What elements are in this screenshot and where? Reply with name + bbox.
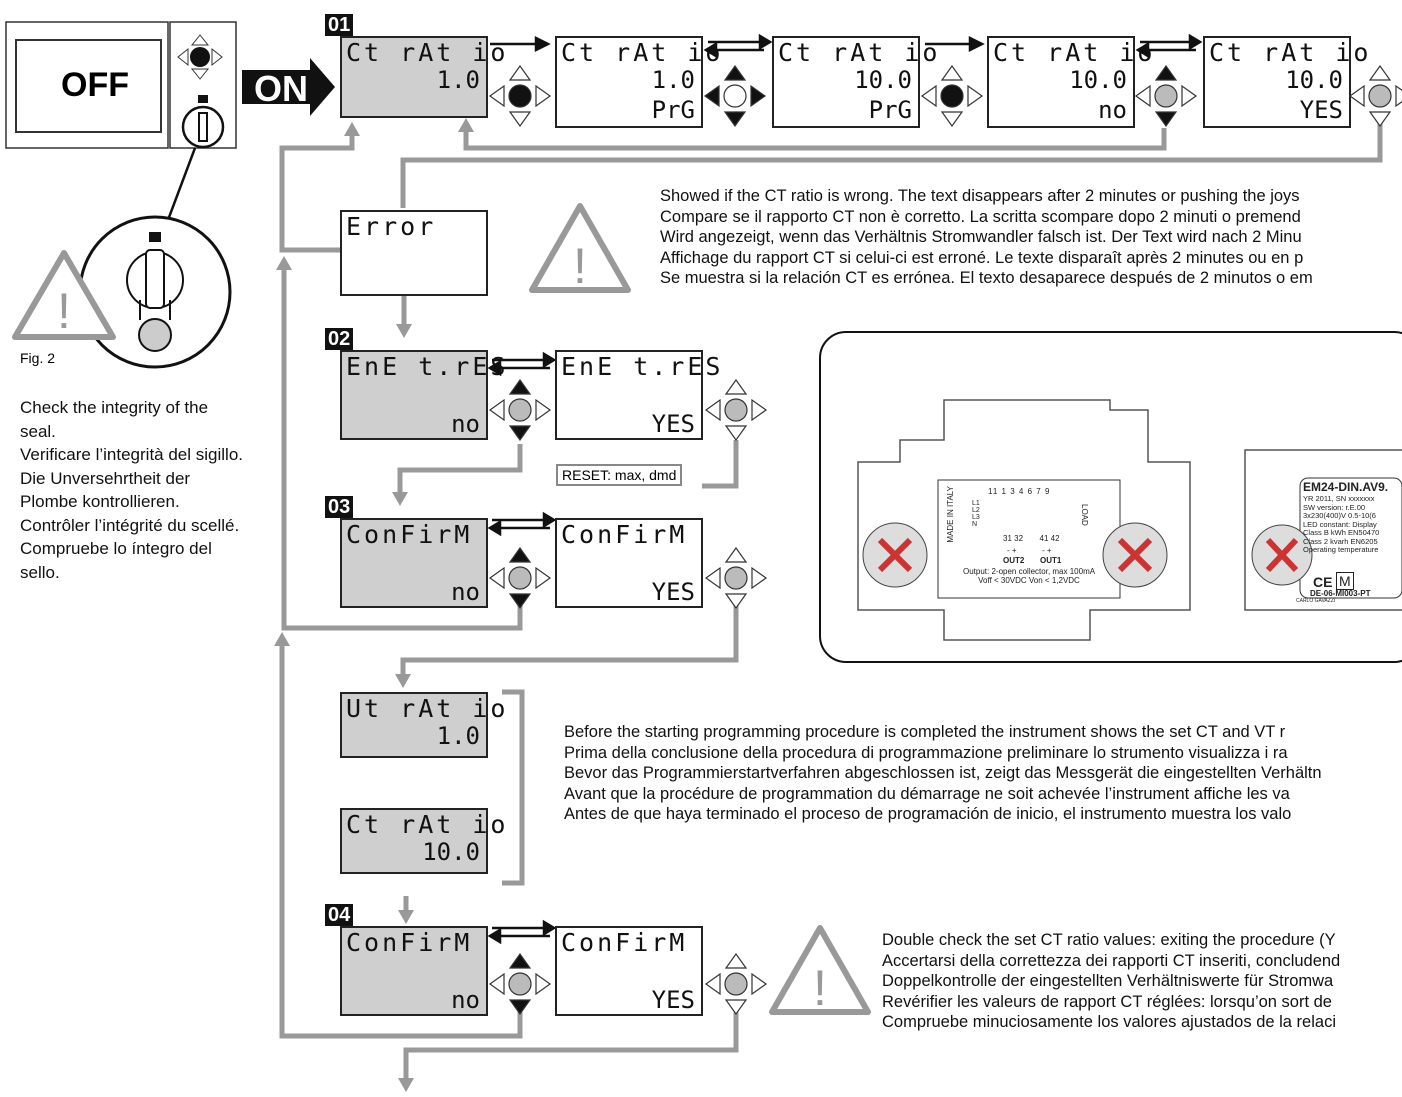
error-note-fr: Affichage du rapport CT si celui-ci est … bbox=[660, 248, 1304, 267]
flow-arrowheads bbox=[274, 118, 474, 1092]
confirm-note-de: Doppelkontrolle der eingestellten Verhäl… bbox=[882, 972, 1334, 990]
switch-panel bbox=[5, 21, 237, 149]
seal-note-es: Compruebe lo íntegro del sello. bbox=[20, 539, 212, 582]
confirm-note-it: Accertarsi della correttezza dei rapport… bbox=[882, 951, 1341, 970]
ce-mark: CE bbox=[1313, 574, 1333, 590]
seal-zoom-icon bbox=[78, 215, 232, 369]
reset-label: RESET: max, dmd bbox=[556, 464, 683, 486]
seal-note-it: Verificare l’integrità del sigillo. bbox=[20, 445, 243, 464]
top-terminals: 11 1 3 4 6 7 9 bbox=[988, 487, 1051, 496]
step-04: 04 bbox=[325, 904, 354, 926]
on-label: ON bbox=[254, 68, 308, 109]
error-note-es: Se muestra si la relación CT es errónea.… bbox=[660, 269, 1313, 287]
step-02: 02 bbox=[325, 328, 354, 350]
off-label: OFF bbox=[61, 66, 129, 104]
code-label: DE-06-MI003-PT bbox=[1310, 589, 1371, 598]
seal-note-en: Check the integrity of the seal. bbox=[20, 398, 209, 441]
model-label: EM24-DIN.AV9. bbox=[1303, 480, 1389, 494]
load-label: LOAD bbox=[1080, 504, 1089, 526]
device-illustration bbox=[819, 331, 1402, 663]
lcd-confirm-no: ConFirM no bbox=[340, 518, 488, 608]
lcd-ct-ratio-no: Ct rAt io 10.0 no bbox=[987, 36, 1152, 128]
seal-switch-icon[interactable] bbox=[181, 95, 225, 149]
lcd-energy-reset-yes: EnE t.rES YES bbox=[555, 350, 720, 440]
lcd-ct-ratio-start: Ct rAt io 1.0 bbox=[340, 36, 505, 118]
summary-note: Before the starting programming procedur… bbox=[564, 722, 1402, 825]
summary-note-fr: Avant que la procédure de programmation … bbox=[564, 784, 1290, 803]
warning-icon-confirm: ! bbox=[769, 925, 871, 1016]
lcd-error: Error bbox=[340, 210, 488, 296]
lcd-ct-ratio-set: Ct rAt io 10.0 PrG bbox=[772, 36, 937, 128]
pm-out1: - + bbox=[1042, 546, 1052, 555]
pm-out2: - + bbox=[1007, 546, 1017, 555]
spec-label: YR 2011, SN xxxxxxx SW version: r.E.00 3… bbox=[1303, 494, 1380, 554]
out1-label: OUT1 bbox=[1040, 556, 1062, 565]
phase-labels: L1 L2 L3 N bbox=[972, 500, 980, 528]
summary-note-it: Prima della conclusione della procedura … bbox=[564, 743, 1288, 762]
error-note-en: Showed if the CT ratio is wrong. The tex… bbox=[660, 187, 1300, 205]
step-01: 01 bbox=[325, 14, 354, 36]
lcd-confirm-yes: ConFirM YES bbox=[555, 518, 703, 608]
output-spec: Output: 2-open collector, max 100mA Voff… bbox=[963, 567, 1096, 585]
out2-label: OUT2 bbox=[1003, 556, 1025, 565]
lcd-final-confirm-yes: ConFirM YES bbox=[555, 926, 703, 1016]
confirm-arrows bbox=[487, 351, 557, 945]
on-arrow-icon bbox=[242, 58, 335, 116]
confirm-note-en: Double check the set CT ratio values: ex… bbox=[882, 931, 1336, 949]
seal-note: Check the integrity of the seal. Verific… bbox=[20, 396, 245, 584]
confirm-note: Double check the set CT ratio values: ex… bbox=[882, 930, 1402, 1033]
m-mark: M bbox=[1336, 572, 1354, 590]
lcd-ct-ratio-prg: Ct rAt io 1.0 PrG bbox=[555, 36, 720, 128]
seal-note-fr: Contrôler l’intégrité du scellé. bbox=[20, 515, 240, 535]
warning-icon-error: ! bbox=[529, 203, 631, 294]
step-03: 03 bbox=[325, 496, 354, 518]
lcd-final-confirm-no: ConFirM no bbox=[340, 926, 488, 1016]
lcd-vt-ratio: Ut rAt io 1.0 bbox=[340, 692, 505, 758]
brand-label: CARLO GAVAZZI bbox=[1296, 598, 1336, 604]
confirm-note-es: Compruebe minuciosamente los valores aju… bbox=[882, 1013, 1336, 1031]
figure-label: Fig. 2 bbox=[20, 350, 56, 366]
row1-arrows bbox=[490, 33, 1203, 59]
error-note-it: Compare se il rapporto CT non è corretto… bbox=[660, 207, 1301, 226]
confirm-note-fr: Revérifier les valeurs de rapport CT rég… bbox=[882, 992, 1332, 1011]
seal-note-de: Die Unversehrtheit der Plombe kontrollie… bbox=[20, 468, 191, 512]
lcd-ct-ratio-yes: Ct rAt io 10.0 YES bbox=[1203, 36, 1368, 128]
svg-text:!: ! bbox=[57, 283, 71, 339]
error-note-de: Wird angezeigt, wenn das Verhältnis Stro… bbox=[660, 228, 1302, 246]
error-note: Showed if the CT ratio is wrong. The tex… bbox=[660, 186, 1402, 289]
bracket bbox=[502, 689, 525, 886]
summary-note-en: Before the starting programming procedur… bbox=[564, 723, 1286, 741]
svg-text:!: ! bbox=[813, 960, 827, 1016]
warning-icon: ! bbox=[12, 250, 116, 340]
made-in-label: MADE IN ITALY bbox=[946, 486, 955, 543]
zoom-line bbox=[163, 147, 197, 229]
joystick-icon[interactable] bbox=[177, 34, 223, 80]
lcd-energy-reset-no: EnE t.rES no bbox=[340, 350, 505, 440]
lcd-ct-ratio-final: Ct rAt io 10.0 bbox=[340, 808, 505, 874]
summary-note-de: Bevor das Programmierstartverfahren abge… bbox=[564, 764, 1322, 782]
summary-note-es: Antes de que haya terminado el proceso d… bbox=[564, 805, 1292, 823]
flow-lines bbox=[279, 124, 1383, 1078]
svg-text:!: ! bbox=[573, 238, 587, 294]
out-terminals: 31 32 41 42 bbox=[1003, 534, 1060, 543]
